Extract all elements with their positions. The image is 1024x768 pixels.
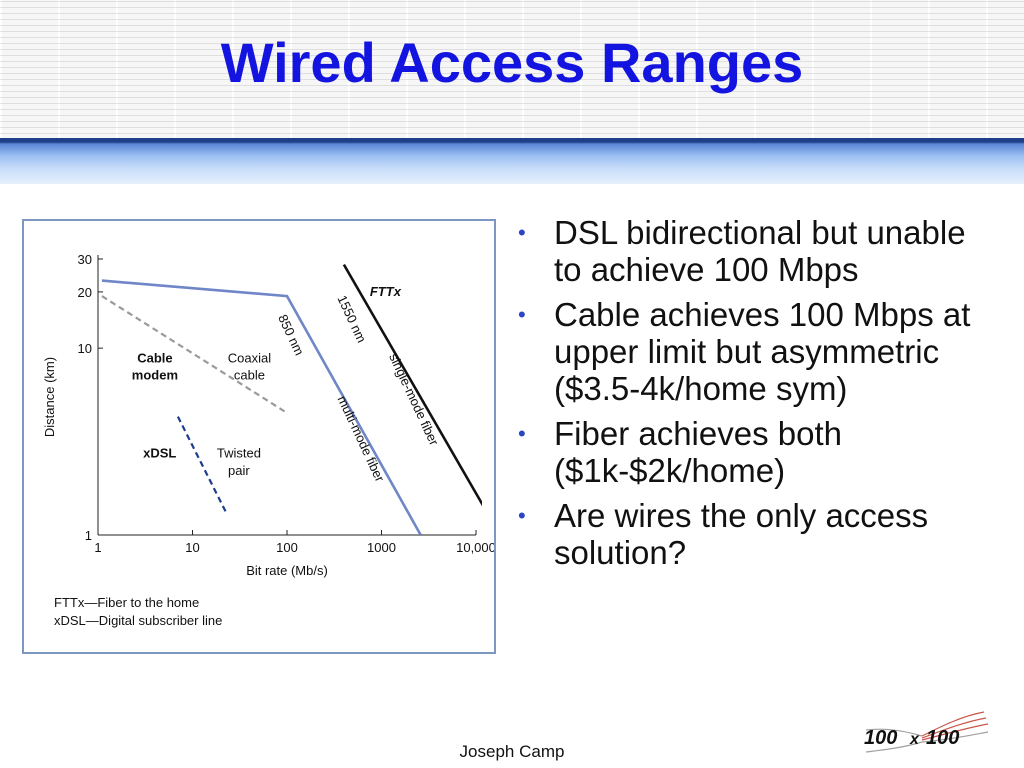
series-line-1550-nm bbox=[342, 263, 482, 507]
x-tick-label: 1000 bbox=[367, 540, 396, 555]
annotation-label: xDSL bbox=[143, 446, 176, 461]
chart-footnote: FTTx—Fiber to the home bbox=[54, 595, 199, 610]
series-line-850-nm bbox=[101, 279, 422, 535]
svg-text:x: x bbox=[909, 731, 920, 748]
y-axis-label: Distance (km) bbox=[42, 357, 57, 437]
svg-text:100: 100 bbox=[864, 727, 897, 749]
bullet-list: • DSL bidirectional but unable to achieve… bbox=[510, 214, 990, 579]
x-tick-label: 10,000 bbox=[456, 540, 494, 555]
annotation-label: modem bbox=[132, 367, 178, 382]
bullet-dot-icon: • bbox=[518, 503, 526, 528]
header-background bbox=[0, 0, 1024, 140]
y-tick-label: 1 bbox=[85, 528, 92, 543]
bullet-text: DSL bidirectional but unable to achieve … bbox=[554, 214, 966, 288]
bullet-dot-icon: • bbox=[518, 302, 526, 327]
annotation-label: 850 nm bbox=[275, 312, 307, 358]
annotation-label: FTTx bbox=[370, 284, 402, 299]
x-tick-label: 10 bbox=[185, 540, 199, 555]
series-line-twisted-pair bbox=[176, 416, 228, 515]
chart-footnote: xDSL—Digital subscriber line bbox=[54, 613, 222, 628]
x-axis-label: Bit rate (Mb/s) bbox=[246, 563, 328, 578]
annotation-label: Cable bbox=[137, 350, 172, 365]
bullet-item: • Fiber achieves both ($1k-$2k/home) bbox=[510, 415, 990, 489]
series-line-coaxial-cable bbox=[101, 295, 288, 414]
y-tick-label: 30 bbox=[78, 252, 92, 267]
annotation-label: multi-mode fiber bbox=[335, 393, 388, 484]
bullet-text: Are wires the only access solution? bbox=[554, 497, 929, 571]
bullet-text: Cable achieves 100 Mbps at upper limit b… bbox=[554, 296, 971, 407]
x-tick-label: 1 bbox=[94, 540, 101, 555]
svg-text:100: 100 bbox=[926, 727, 959, 749]
annotation-label: single-mode fiber bbox=[386, 351, 442, 448]
logo-100x100-icon: 100 x 100 bbox=[864, 711, 989, 753]
bullet-dot-icon: • bbox=[518, 220, 526, 245]
x-tick-label: 100 bbox=[276, 540, 298, 555]
bullet-item: • Are wires the only access solution? bbox=[510, 497, 990, 571]
footer-author: Joseph Camp bbox=[459, 742, 565, 761]
bullet-text: Fiber achieves both ($1k-$2k/home) bbox=[554, 415, 842, 489]
bullet-item: • Cable achieves 100 Mbps at upper limit … bbox=[510, 296, 990, 407]
annotation-label: Coaxial bbox=[228, 350, 271, 365]
annotation-label: cable bbox=[234, 367, 265, 382]
annotation-label: Twisted bbox=[217, 446, 261, 461]
slide-title: Wired Access Ranges bbox=[220, 31, 804, 94]
header-gradient-band bbox=[0, 138, 1024, 184]
annotation-label: pair bbox=[228, 463, 250, 478]
y-tick-label: 20 bbox=[78, 285, 92, 300]
bullet-dot-icon: • bbox=[518, 421, 526, 446]
bullet-item: • DSL bidirectional but unable to achieve… bbox=[510, 214, 990, 288]
y-tick-label: 10 bbox=[78, 341, 92, 356]
